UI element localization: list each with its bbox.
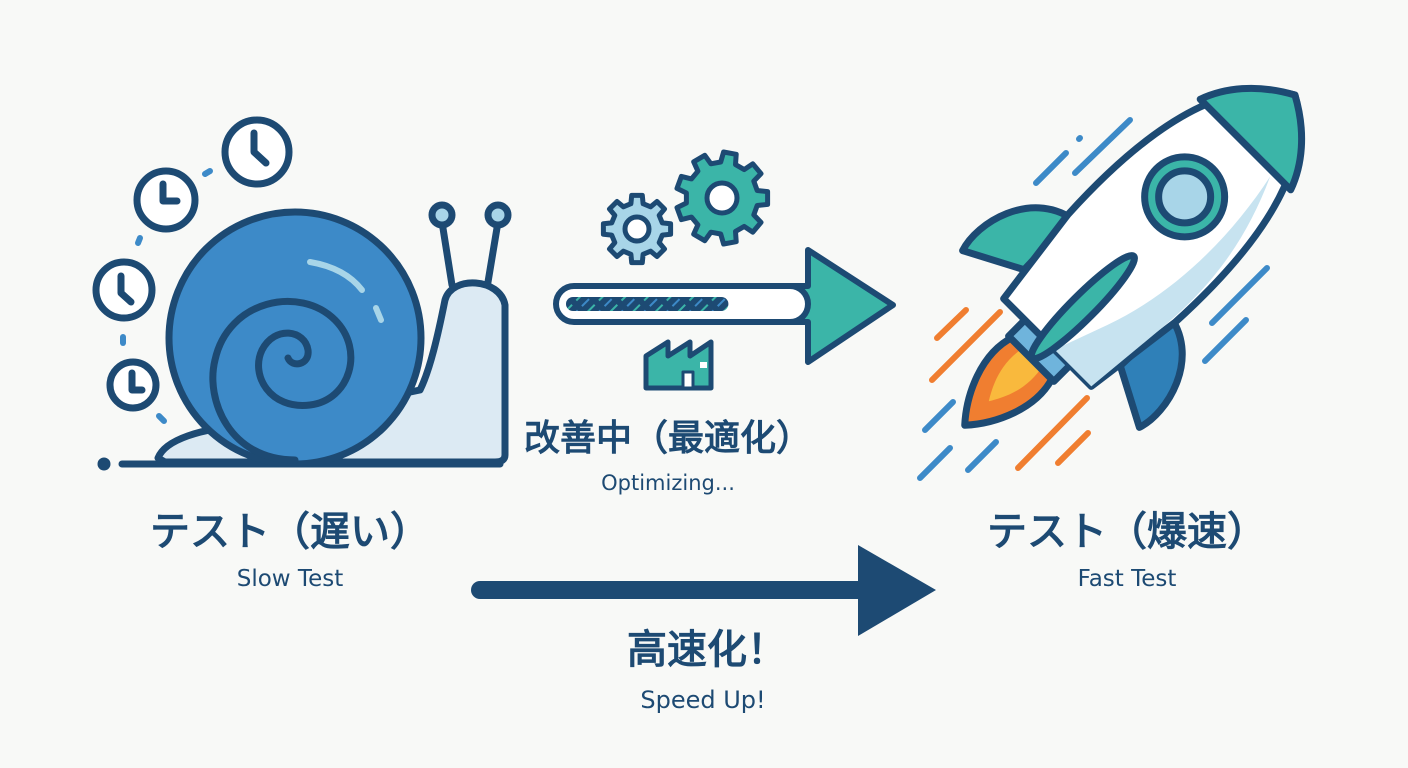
arrow-right-icon	[471, 545, 936, 636]
clock-icons	[92, 116, 293, 412]
speed-up-title-en: Speed Up!	[640, 686, 765, 714]
speed-up-title-jp: 高速化！	[627, 627, 787, 673]
speed-lines	[917, 117, 1270, 481]
fast-test-title-jp: テスト（爆速）	[987, 509, 1267, 555]
snail-icon	[92, 116, 512, 471]
gear-icons	[600, 149, 771, 266]
progress-fill	[566, 297, 729, 311]
optimizing-title-jp: 改善中（最適化）	[524, 418, 812, 459]
factory-icon	[643, 339, 714, 391]
slow-test-title-jp: テスト（遅い）	[150, 509, 430, 555]
fast-test-title-en: Fast Test	[1078, 566, 1177, 592]
slow-test-title-en: Slow Test	[237, 566, 343, 592]
progress-arrow-icon	[553, 247, 896, 365]
optimizing-title-en: Optimizing...	[601, 471, 735, 495]
rocket-icon	[959, 84, 1306, 431]
